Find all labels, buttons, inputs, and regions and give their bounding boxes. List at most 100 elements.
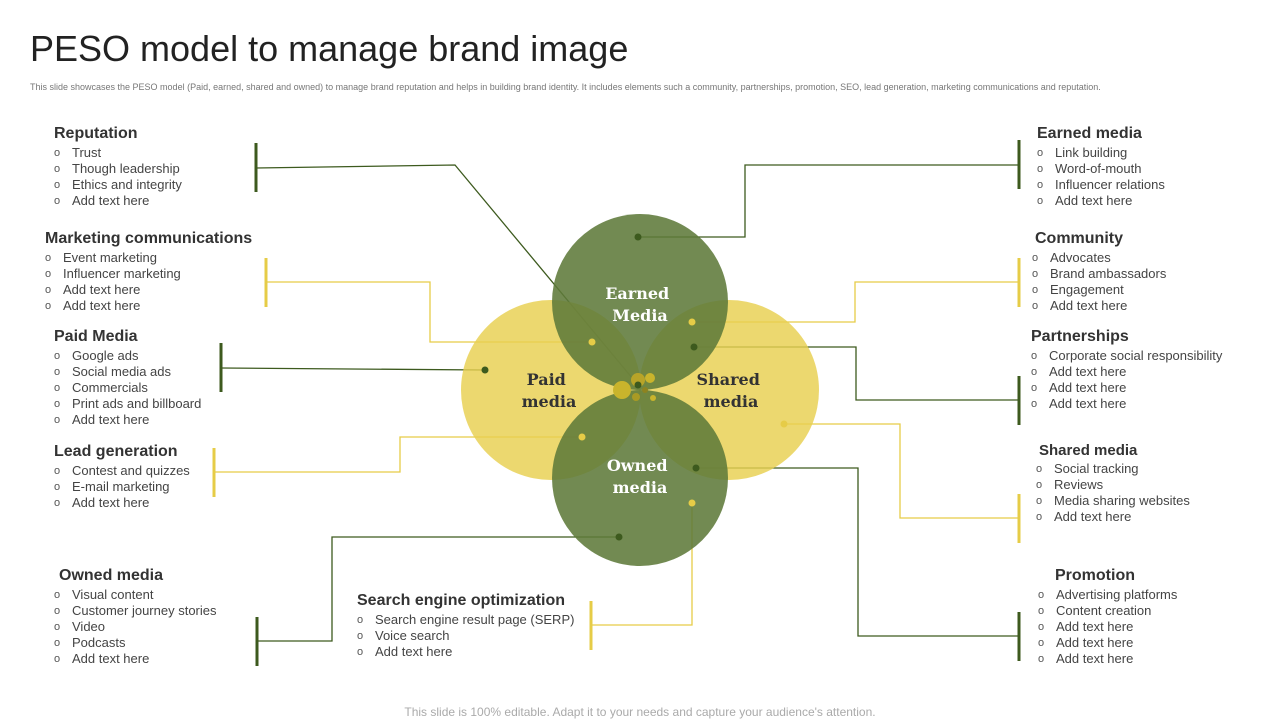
- block-list: Event marketingInfluencer marketingAdd t…: [45, 250, 252, 314]
- list-item: Voice search: [357, 628, 574, 644]
- marker-bars: [212, 140, 1021, 666]
- list-item: Add text here: [54, 651, 217, 667]
- list-item: Influencer marketing: [45, 266, 252, 282]
- list-item: Add text here: [1037, 193, 1165, 209]
- block-title: Search engine optimization: [357, 592, 566, 609]
- block-list: Link buildingWord-of-mouthInfluencer rel…: [1037, 145, 1165, 209]
- block-title: Earned media: [1037, 125, 1142, 142]
- block-title: Lead generation: [54, 443, 178, 460]
- list-item: Influencer relations: [1037, 177, 1165, 193]
- list-item: Add text here: [54, 193, 182, 209]
- list-item: Commercials: [54, 380, 201, 396]
- block-title: Owned media: [59, 567, 164, 584]
- block-paid-media: Paid Media Google adsSocial media adsCom…: [54, 328, 201, 428]
- block-owned-media: Owned media Visual contentCustomer journ…: [54, 567, 217, 667]
- list-item: Contest and quizzes: [54, 463, 190, 479]
- list-item: Event marketing: [45, 250, 252, 266]
- block-shared-media: Shared media Social trackingReviewsMedia…: [1036, 442, 1190, 525]
- list-item: Add text here: [1038, 651, 1177, 667]
- list-item: Advertising platforms: [1038, 587, 1177, 603]
- block-marketing-communications: Marketing communications Event marketing…: [45, 230, 252, 314]
- list-item: Social tracking: [1036, 461, 1190, 477]
- block-title: Partnerships: [1031, 328, 1129, 345]
- list-item: Add text here: [1038, 635, 1177, 651]
- block-list: Corporate social responsibilityAdd text …: [1031, 348, 1222, 412]
- connector-paid-media: [220, 367, 486, 371]
- connector-shared-media: [784, 423, 1019, 519]
- center-ornament: [613, 373, 656, 401]
- earned-media-label: Earned Media: [605, 284, 675, 325]
- list-item: Link building: [1037, 145, 1165, 161]
- block-list: Visual contentCustomer journey storiesVi…: [54, 587, 217, 667]
- connector-promotion: [696, 467, 1019, 637]
- footer-note: This slide is 100% editable. Adapt it to…: [404, 705, 876, 719]
- list-item: Add text here: [45, 298, 252, 314]
- list-item: Add text here: [54, 412, 201, 428]
- list-item: Print ads and billboard: [54, 396, 201, 412]
- list-item: E-mail marketing: [54, 479, 190, 495]
- list-item: Search engine result page (SERP): [357, 612, 574, 628]
- list-item: Add text here: [1031, 396, 1222, 412]
- list-item: Media sharing websites: [1036, 493, 1190, 509]
- block-list: TrustThough leadershipEthics and integri…: [54, 145, 182, 209]
- block-seo: Search engine optimization Search engine…: [357, 592, 574, 660]
- block-earned-media: Earned media Link buildingWord-of-mouthI…: [1037, 125, 1165, 209]
- block-list: Google adsSocial media adsCommercialsPri…: [54, 348, 201, 428]
- list-item: Add text here: [357, 644, 574, 660]
- list-item: Reviews: [1036, 477, 1190, 493]
- page-title: PESO model to manage brand image: [30, 28, 629, 69]
- connector-dots: [481, 233, 788, 541]
- list-item: Content creation: [1038, 603, 1177, 619]
- connector-owned-media: [257, 536, 619, 642]
- page-subtitle: This slide showcases the PESO model (Pai…: [30, 82, 1101, 92]
- list-item: Customer journey stories: [54, 603, 217, 619]
- block-promotion: Promotion Advertising platformsContent c…: [1038, 567, 1177, 667]
- block-reputation: Reputation TrustThough leadershipEthics …: [54, 125, 182, 209]
- list-item: Add text here: [1031, 380, 1222, 396]
- list-item: Ethics and integrity: [54, 177, 182, 193]
- block-community: Community AdvocatesBrand ambassadorsEnga…: [1032, 230, 1166, 314]
- block-title: Community: [1035, 230, 1123, 247]
- owned-media-label: Owned media: [607, 456, 673, 497]
- block-partnerships: Partnerships Corporate social responsibi…: [1031, 328, 1222, 412]
- list-item: Google ads: [54, 348, 201, 364]
- list-item: Social media ads: [54, 364, 201, 380]
- block-lead-generation: Lead generation Contest and quizzesE-mai…: [54, 443, 190, 511]
- paid-media-label: Paid media: [522, 370, 577, 411]
- list-item: Trust: [54, 145, 182, 161]
- shared-line-2: media: [704, 392, 759, 411]
- list-item: Though leadership: [54, 161, 182, 177]
- earned-line-2: Media: [612, 306, 668, 325]
- block-title: Reputation: [54, 125, 138, 142]
- list-item: Brand ambassadors: [1032, 266, 1166, 282]
- list-item: Video: [54, 619, 217, 635]
- owned-line-1: Owned: [607, 456, 668, 475]
- connector-earned-media: [638, 164, 1019, 238]
- list-item: Engagement: [1032, 282, 1166, 298]
- list-item: Visual content: [54, 587, 217, 603]
- shared-media-label: Shared media: [697, 370, 766, 411]
- block-title: Marketing communications: [45, 230, 253, 247]
- block-list: Social trackingReviewsMedia sharing webs…: [1036, 461, 1190, 525]
- list-item: Word-of-mouth: [1037, 161, 1165, 177]
- shared-line-1: Shared: [697, 370, 760, 389]
- paid-line-2: media: [522, 392, 577, 411]
- block-title: Promotion: [1055, 567, 1135, 584]
- list-item: Add text here: [1038, 619, 1177, 635]
- list-item: Add text here: [45, 282, 252, 298]
- list-item: Advocates: [1032, 250, 1166, 266]
- earned-line-1: Earned: [605, 284, 669, 303]
- list-item: Add text here: [1032, 298, 1166, 314]
- earned-media-circle: [552, 214, 728, 390]
- venn-circles: [461, 214, 819, 566]
- block-list: Contest and quizzesE-mail marketingAdd t…: [54, 463, 190, 511]
- block-list: Advertising platformsContent creationAdd…: [1038, 587, 1177, 667]
- list-item: Add text here: [1036, 509, 1190, 525]
- paid-line-1: Paid: [527, 370, 566, 389]
- owned-line-2: media: [613, 478, 668, 497]
- block-title: Paid Media: [54, 328, 138, 345]
- block-title: Shared media: [1039, 442, 1138, 459]
- block-list: AdvocatesBrand ambassadorsEngagementAdd …: [1032, 250, 1166, 314]
- list-item: Podcasts: [54, 635, 217, 651]
